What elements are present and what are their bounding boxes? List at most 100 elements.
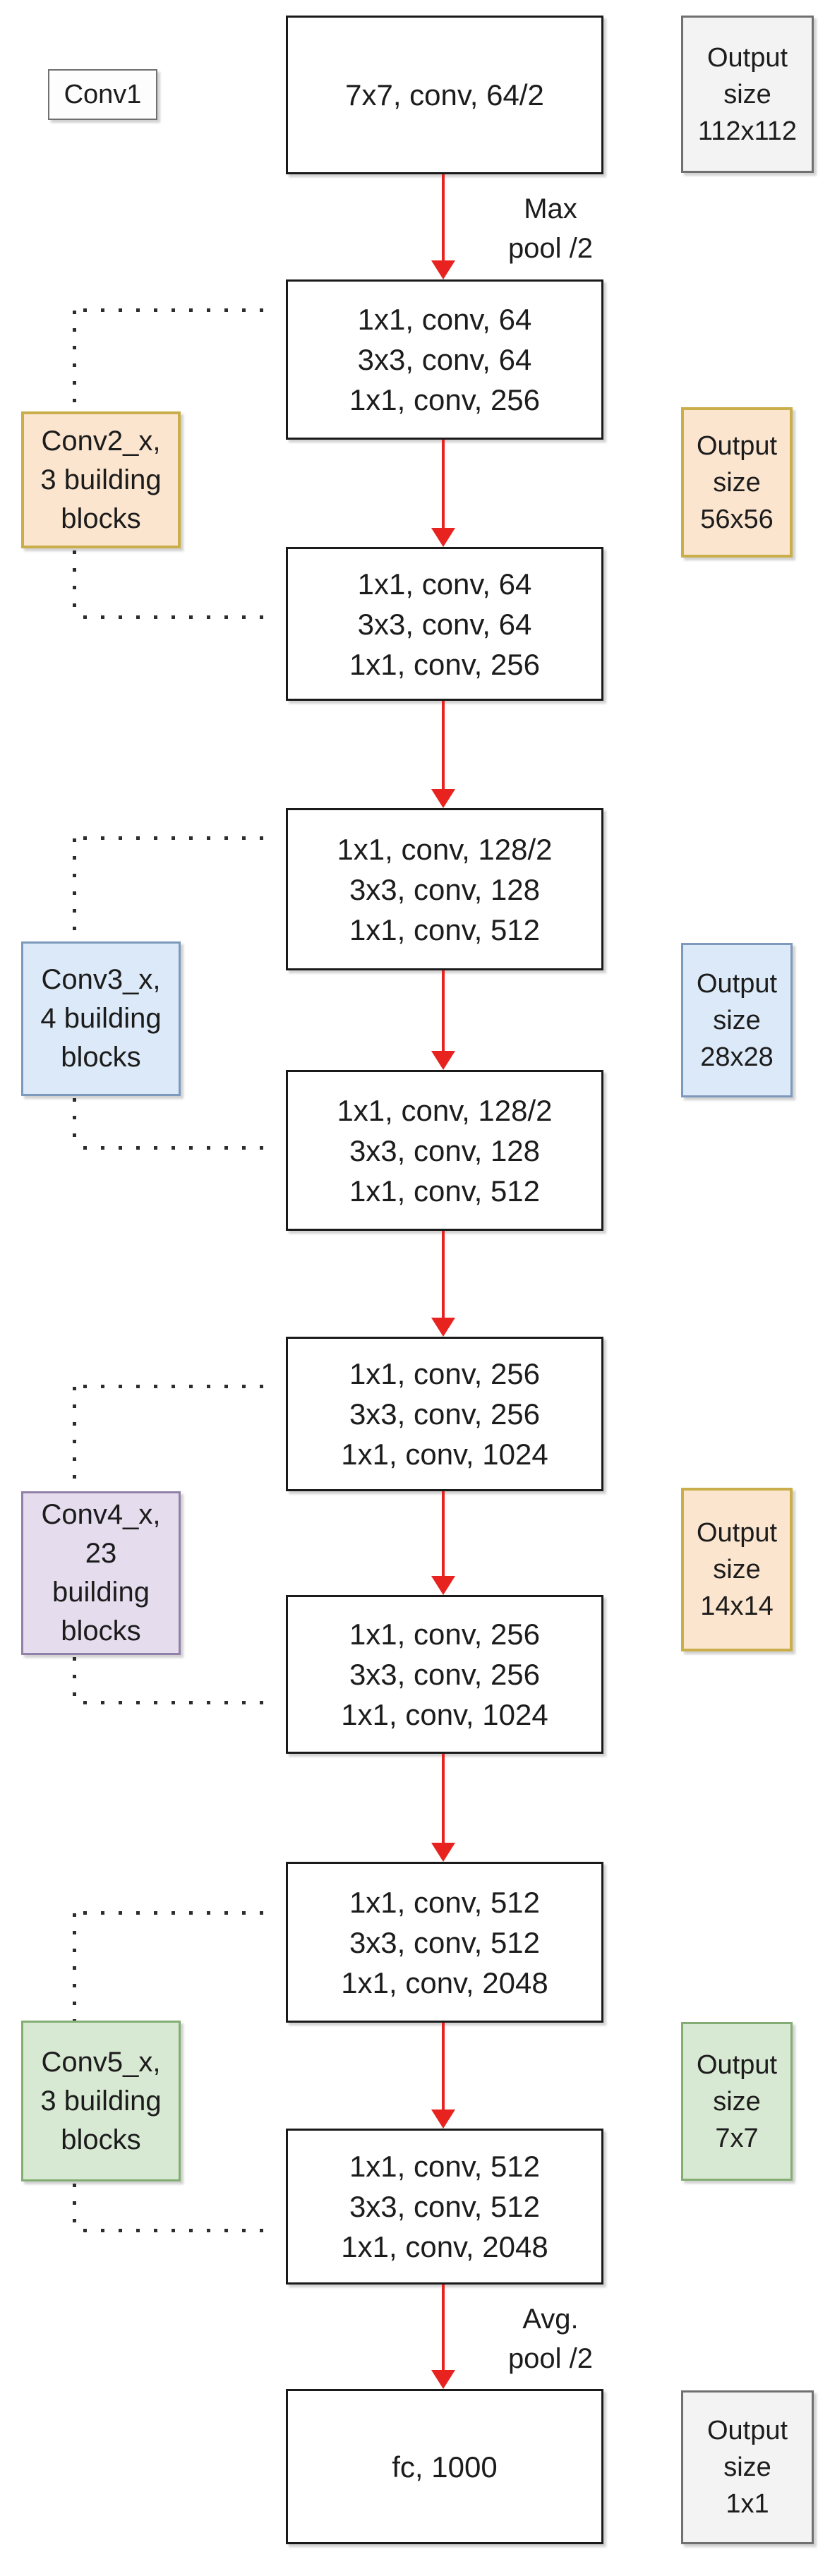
conv-block-line: 1x1, conv, 512	[349, 913, 541, 946]
fc-block: fc, 1000	[286, 2389, 603, 2544]
flow-arrow-icon	[431, 1754, 455, 1862]
conv-block-conv1: 7x7, conv, 64/2	[286, 16, 603, 174]
conv-block-line: 3x3, conv, 64	[357, 607, 532, 641]
output-size-7x7: Output size 7x7	[681, 2022, 793, 2181]
flow-arrow-icon	[431, 1231, 455, 1337]
dotted-connector	[83, 1911, 264, 1915]
max-pool-label: Max pool /2	[480, 189, 621, 268]
stage-label-line: Conv3_x,	[41, 964, 161, 995]
flow-arrow-icon	[431, 701, 455, 808]
output-size-112x112: Output size 112x112	[681, 16, 814, 173]
dotted-connector	[83, 308, 264, 312]
output-line: Output	[696, 1518, 778, 1548]
flow-arrow-icon	[431, 2023, 455, 2129]
conv-block-line: 3x3, conv, 256	[349, 1658, 541, 1691]
stage-label-conv1: Conv1	[48, 69, 157, 120]
stage-label-line: blocks	[61, 1615, 141, 1647]
output-line: 1x1	[726, 2489, 769, 2519]
output-size-56x56: Output size 56x56	[681, 407, 793, 558]
conv-block-line: 1x1, conv, 256	[349, 383, 541, 416]
stage-label-line: blocks	[61, 502, 141, 534]
conv-block-conv4-a: 1x1, conv, 256 3x3, conv, 256 1x1, conv,…	[286, 1337, 603, 1491]
stage-label-line: 23	[85, 1538, 117, 1569]
conv-block-line: 3x3, conv, 64	[357, 343, 532, 376]
stage-label-line: blocks	[61, 2124, 141, 2155]
stage-label-line: 4 building	[40, 1003, 162, 1034]
dotted-connector	[83, 1146, 264, 1150]
conv-block-line: 3x3, conv, 128	[349, 1133, 541, 1167]
conv-block-line: 1x1, conv, 512	[349, 1885, 541, 1919]
output-line: size	[713, 2086, 761, 2117]
output-line: size	[713, 467, 761, 498]
stage-label-line: Conv4_x,	[41, 1499, 161, 1530]
dotted-connector	[73, 1657, 76, 1699]
flow-arrow-icon	[431, 970, 455, 1070]
stage-label-line: building	[52, 1577, 150, 1608]
dotted-connector	[83, 1385, 264, 1388]
conv-block-line: 1x1, conv, 1024	[341, 1438, 548, 1471]
flow-arrow-icon	[431, 174, 455, 279]
conv-block-conv5-a: 1x1, conv, 512 3x3, conv, 512 1x1, conv,…	[286, 1862, 603, 2023]
conv-block-line: 1x1, conv, 128/2	[337, 832, 553, 866]
output-line: size	[713, 1005, 761, 1035]
conv-block-conv3-b: 1x1, conv, 128/2 3x3, conv, 128 1x1, con…	[286, 1070, 603, 1231]
dotted-connector	[73, 1387, 76, 1491]
output-line: 14x14	[700, 1591, 774, 1621]
output-line: size	[723, 2452, 771, 2482]
dotted-connector	[83, 2229, 264, 2232]
stage-label-line: blocks	[61, 1042, 141, 1073]
stage-label-line: 3 building	[40, 464, 162, 495]
output-size-28x28: Output size 28x28	[681, 943, 793, 1097]
conv-block-conv4-b: 1x1, conv, 256 3x3, conv, 256 1x1, conv,…	[286, 1595, 603, 1754]
conv-block-line: 7x7, conv, 64/2	[345, 78, 544, 112]
conv-block-line: 3x3, conv, 256	[349, 1397, 541, 1431]
stage-label-line: Conv2_x,	[41, 425, 161, 457]
conv-block-line: 1x1, conv, 2048	[341, 1966, 548, 1999]
conv-block-conv2-a: 1x1, conv, 64 3x3, conv, 64 1x1, conv, 2…	[286, 279, 603, 440]
stage-label-conv3x: Conv3_x, 4 building blocks	[21, 941, 181, 1096]
flow-arrow-icon	[431, 440, 455, 547]
flow-arrow-icon	[431, 2285, 455, 2389]
output-line: 112x112	[697, 116, 798, 146]
conv-block-line: 1x1, conv, 256	[349, 1618, 541, 1651]
conv-block-line: 1x1, conv, 512	[349, 1174, 541, 1208]
dotted-connector	[73, 2184, 76, 2226]
conv-block-line: 1x1, conv, 256	[349, 1357, 541, 1390]
dotted-connector	[73, 1913, 76, 2021]
stage-label-text: Conv1	[64, 79, 142, 109]
conv-block-conv5-b: 1x1, conv, 512 3x3, conv, 512 1x1, conv,…	[286, 2129, 603, 2285]
pool-label-line: pool /2	[507, 2343, 594, 2374]
dotted-connector	[73, 1098, 76, 1143]
dotted-connector	[83, 836, 264, 840]
conv-block-line: 1x1, conv, 128/2	[337, 1093, 553, 1127]
output-line: size	[723, 79, 771, 109]
conv-block-line: 1x1, conv, 2048	[341, 2230, 548, 2263]
conv-block-line: 1x1, conv, 512	[349, 2150, 541, 2183]
stage-label-conv4x: Conv4_x, 23 building blocks	[21, 1491, 181, 1655]
pool-label-line: Avg.	[522, 2304, 579, 2335]
output-line: size	[713, 1555, 761, 1584]
dotted-connector	[73, 550, 76, 613]
dotted-connector	[73, 838, 76, 941]
dotted-connector	[83, 1701, 264, 1704]
conv-block-line: 1x1, conv, 64	[357, 303, 532, 336]
output-line: Output	[696, 431, 778, 461]
stage-label-line: 3 building	[40, 2085, 162, 2117]
flow-arrow-icon	[431, 1491, 455, 1595]
dotted-connector	[73, 311, 76, 411]
conv-block-line: 3x3, conv, 128	[349, 872, 541, 906]
output-line: Output	[696, 968, 778, 999]
conv-block-conv3-a: 1x1, conv, 128/2 3x3, conv, 128 1x1, con…	[286, 808, 603, 970]
output-size-14x14: Output size 14x14	[681, 1488, 793, 1651]
output-line: 28x28	[700, 1042, 774, 1072]
conv-block-line: 1x1, conv, 64	[357, 567, 532, 601]
conv-block-conv2-b: 1x1, conv, 64 3x3, conv, 64 1x1, conv, 2…	[286, 547, 603, 701]
stage-label-conv5x: Conv5_x, 3 building blocks	[21, 2021, 181, 2181]
stage-label-line: Conv5_x,	[41, 2046, 161, 2078]
output-line: Output	[706, 42, 788, 73]
conv-block-line: 1x1, conv, 256	[349, 647, 541, 681]
pool-label-line: Max	[524, 193, 577, 224]
output-line: Output	[706, 2416, 788, 2445]
output-line: 56x56	[700, 504, 774, 534]
